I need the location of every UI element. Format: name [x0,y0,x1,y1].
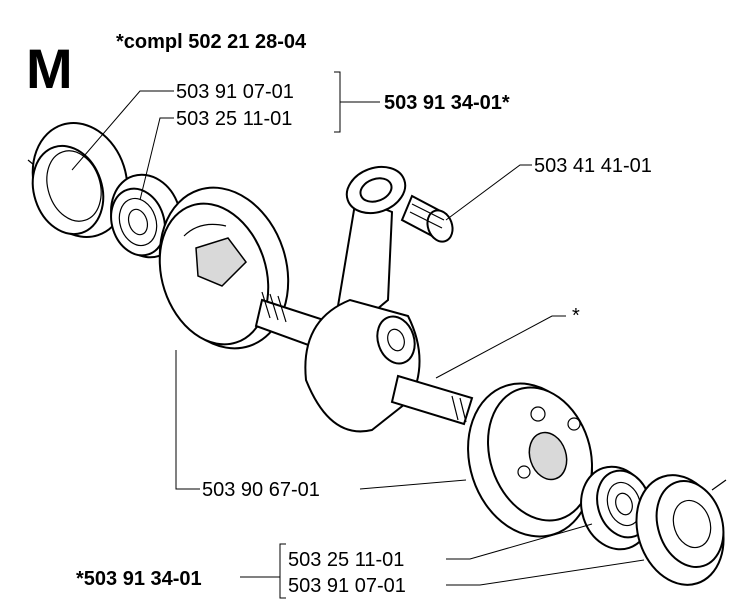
crank-half-upper [158,186,290,350]
crank-half-lower [467,382,593,538]
leader-crank-half-upper [175,350,200,490]
label-bottom-bearing: 503 25 11-01 [288,549,404,571]
leader-crank-half-lower [359,479,467,490]
leader-crankshaft [435,315,566,379]
top-bracket [334,71,341,133]
label-bottom-seal: 503 91 07-01 [288,575,406,597]
bottom-seal-ring [635,474,727,586]
crankshaft [254,165,474,433]
header-note: *compl 502 21 28-04 [116,31,307,53]
label-crank-asterisk: * [572,305,580,327]
label-top-seal: 503 91 07-01 [176,81,294,103]
leader-needle-bearing [445,164,532,221]
leader-top-bearing [139,117,174,201]
section-letter: M [26,37,73,100]
needle-bearing [400,194,454,243]
label-needle-bearing: 503 41 41-01 [534,155,652,177]
leader-bottom-bearing [446,523,593,560]
label-top-kit: 503 91 34-01* [384,92,510,114]
label-crank-half: 503 90 67-01 [202,479,320,501]
leader-top-seal [71,90,174,171]
bottom-bracket [279,543,286,599]
leader-bottom-seal [446,559,645,586]
label-bottom-kit: *503 91 34-01 [76,568,202,590]
top-seal-ring [27,122,129,238]
label-top-bearing: 503 25 11-01 [176,108,292,130]
